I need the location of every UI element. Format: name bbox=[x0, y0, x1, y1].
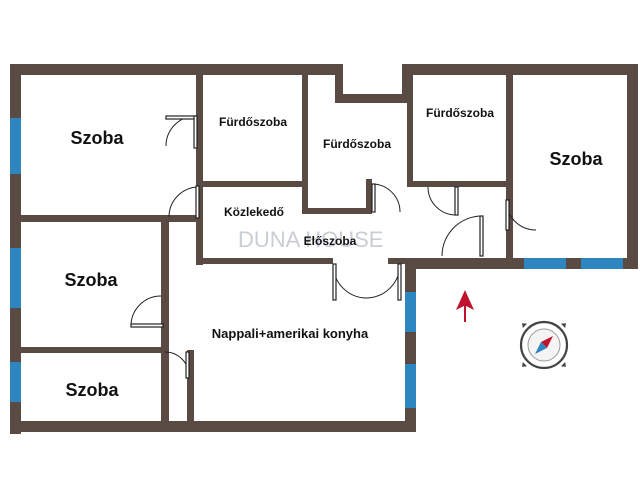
room-label-furdo-3: Fürdőszoba bbox=[426, 106, 494, 120]
room-label-szoba-mid-left: Szoba bbox=[64, 270, 118, 290]
room-label-szoba-bottom-left: Szoba bbox=[65, 380, 119, 400]
room-label-szoba-top-left: Szoba bbox=[70, 128, 124, 148]
windows bbox=[10, 118, 623, 408]
room-label-furdo-1: Fürdőszoba bbox=[219, 115, 287, 129]
compass-icon bbox=[519, 320, 569, 370]
room-label-szoba-top-right: Szoba bbox=[549, 149, 603, 169]
room-label-nappali: Nappali+amerikai konyha bbox=[212, 326, 369, 341]
doors bbox=[130, 115, 537, 379]
room-label-eloszoba: Előszoba bbox=[304, 234, 357, 248]
room-label-kozlekedo: Közlekedő bbox=[224, 205, 284, 219]
arrow-up-icon bbox=[456, 290, 474, 322]
watermark: DUNA HOUSE bbox=[238, 227, 383, 252]
room-label-furdo-2: Fürdőszoba bbox=[323, 137, 391, 151]
